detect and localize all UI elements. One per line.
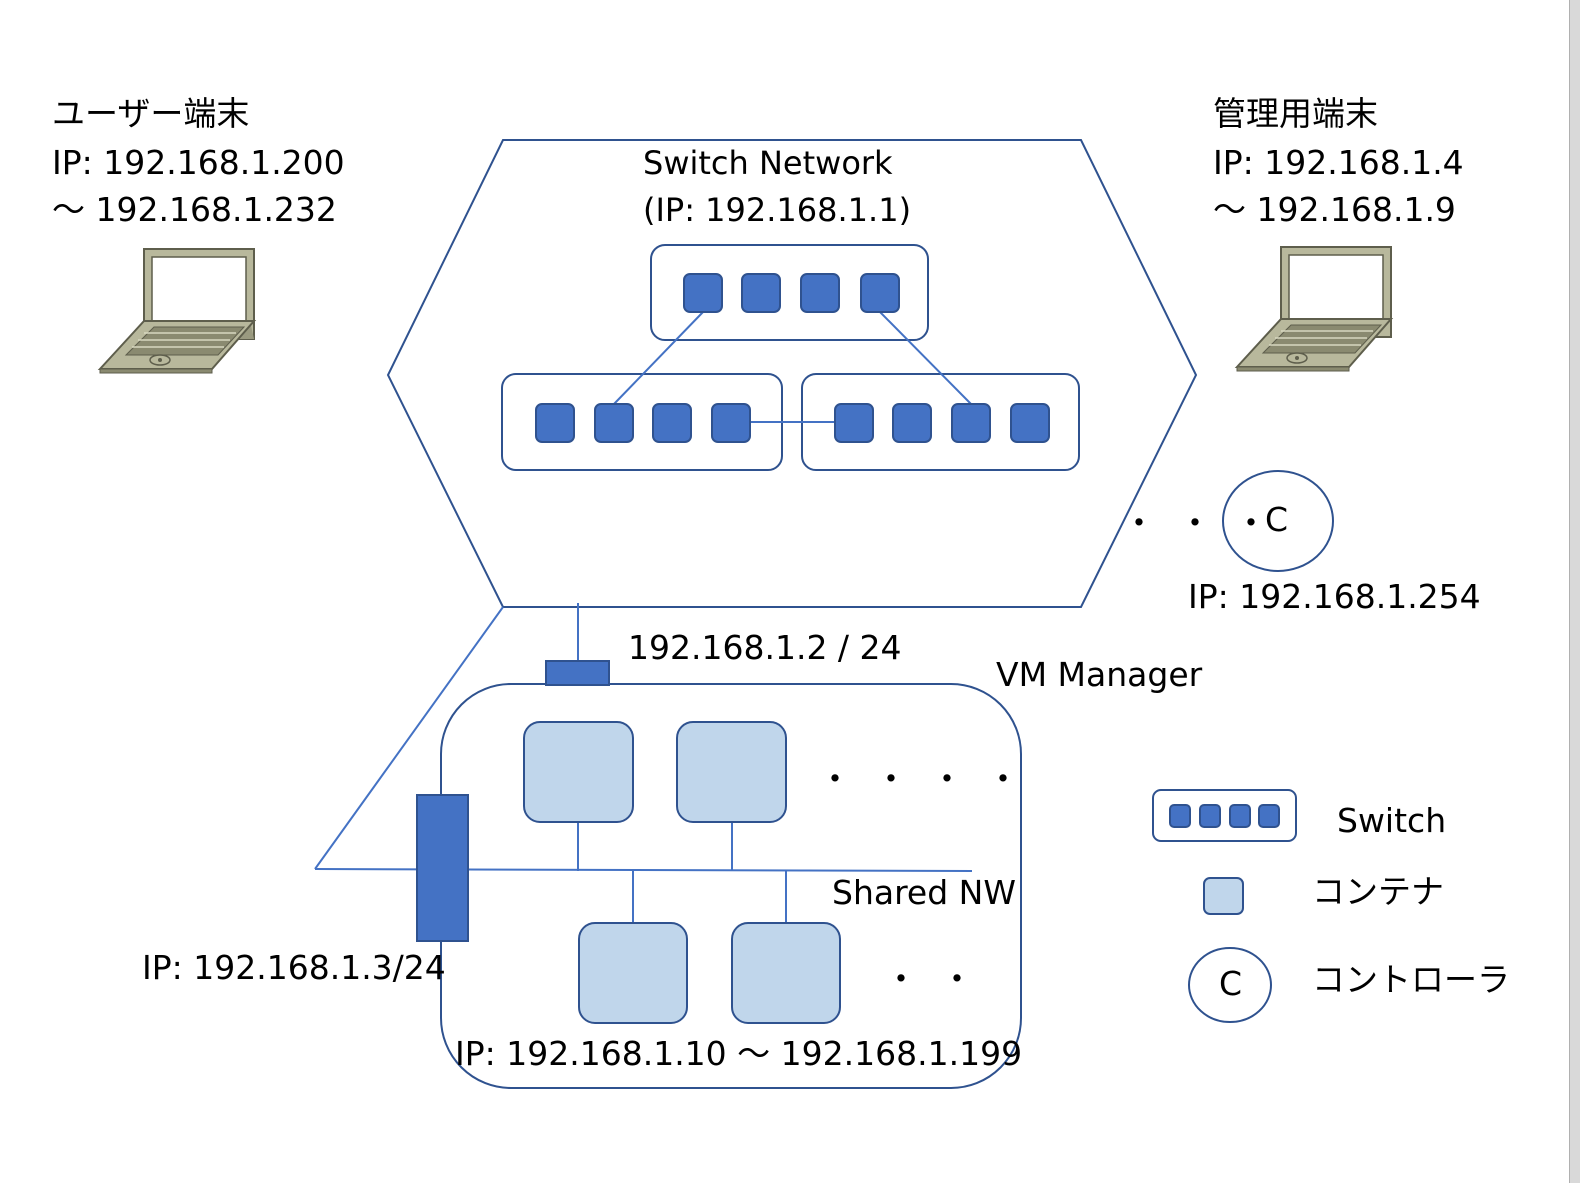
switch-top-ports	[683, 273, 900, 313]
container	[676, 721, 787, 823]
vm-side-interface-ip: IP: 192.168.1.3/24	[142, 948, 446, 987]
controller-symbol: C	[1265, 500, 1289, 539]
switch-network-ip: (IP: 192.168.1.1)	[643, 191, 912, 229]
legend-switch-port	[1169, 804, 1191, 828]
switch-top	[650, 244, 929, 341]
switch-port	[711, 403, 751, 443]
link-top-to-right	[879, 311, 972, 405]
switch-port	[834, 403, 874, 443]
switch-port	[800, 273, 840, 313]
laptop-icon	[97, 248, 257, 374]
admin-terminal-ip-line2: ～ 192.168.1.9	[1213, 190, 1456, 229]
legend-switch-label: Switch	[1337, 801, 1447, 840]
container-ellipsis-bottom: ・・	[884, 960, 996, 1000]
switch-port	[860, 273, 900, 313]
legend-controller-symbol: C	[1219, 964, 1243, 1003]
admin-terminal-label: 管理用端末	[1213, 94, 1378, 133]
vm-top-interface-ip: 192.168.1.2 / 24	[628, 628, 902, 667]
legend-controller-circle	[1188, 947, 1272, 1023]
legend-container-label: コンテナ	[1312, 872, 1444, 911]
external-link-diagonal	[314, 606, 504, 870]
switch-port	[741, 273, 781, 313]
switch-port	[892, 403, 932, 443]
vm-manager-title: VM Manager	[996, 655, 1203, 694]
switch-bottom-right-ports	[834, 403, 1050, 443]
switch-port	[535, 403, 575, 443]
admin-terminal-ip-line1: IP: 192.168.1.4	[1213, 143, 1464, 182]
switch-network-title: Switch Network	[643, 144, 893, 182]
legend-switch-box	[1152, 789, 1297, 842]
user-terminal-ip-line2: ～ 192.168.1.232	[52, 190, 337, 229]
legend-switch-port	[1199, 804, 1221, 828]
shared-nw-label: Shared NW	[832, 873, 1016, 912]
switch-bottom-left-ports	[535, 403, 751, 443]
container	[731, 922, 841, 1024]
window-edge	[1569, 0, 1580, 1183]
controller-ip: IP: 192.168.1.254	[1188, 577, 1481, 616]
legend-controller-label: コントローラ	[1312, 960, 1510, 999]
switch-port	[652, 403, 692, 443]
container-ip-range: IP: 192.168.1.10 ～ 192.168.1.199	[455, 1034, 1023, 1073]
laptop-icon	[1234, 246, 1394, 372]
link-top-to-left	[613, 311, 704, 405]
container	[578, 922, 688, 1024]
container-ellipsis-top: ・・・・	[818, 760, 1042, 800]
switch-port	[1010, 403, 1050, 443]
vm-side-interface	[416, 794, 469, 942]
legend-switch-port	[1258, 804, 1280, 828]
controller-ellipsis: ・・・	[1122, 504, 1290, 544]
legend-container-swatch	[1203, 877, 1244, 915]
switch-port	[594, 403, 634, 443]
user-terminal-label: ユーザー端末	[52, 94, 250, 133]
container	[523, 721, 634, 823]
switch-network-hexagon	[386, 139, 1198, 608]
vm-top-interface	[545, 660, 610, 686]
switch-port	[951, 403, 991, 443]
user-terminal-ip-line1: IP: 192.168.1.200	[52, 143, 345, 182]
legend-switch-port	[1229, 804, 1251, 828]
switch-port	[683, 273, 723, 313]
controller-node	[1222, 470, 1334, 572]
